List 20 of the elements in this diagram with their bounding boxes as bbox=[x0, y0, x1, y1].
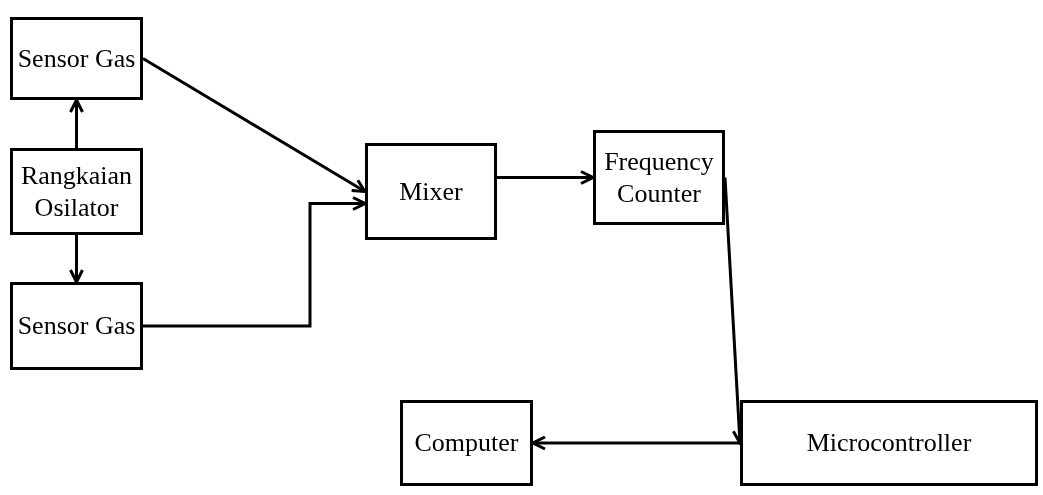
block-box bbox=[593, 130, 725, 225]
block-label: Sensor Gas bbox=[17, 310, 136, 342]
block-box bbox=[400, 400, 533, 486]
block-label: Microcontroller bbox=[806, 427, 972, 459]
arrow bbox=[69, 235, 84, 284]
block-box bbox=[10, 282, 143, 370]
block-label: Sensor Gas bbox=[17, 42, 136, 75]
arrow bbox=[531, 435, 740, 451]
block-box bbox=[740, 400, 1038, 486]
arrow bbox=[497, 170, 595, 185]
block-label: Rangkaian Osilator bbox=[19, 160, 134, 223]
block-label: Frequency Counter bbox=[603, 146, 715, 209]
arrow bbox=[142, 57, 367, 193]
block-box bbox=[10, 17, 143, 100]
block-box bbox=[365, 143, 497, 240]
arrow bbox=[143, 196, 367, 328]
block-label: Mixer bbox=[399, 175, 463, 208]
block-box bbox=[10, 148, 143, 235]
arrow bbox=[69, 98, 84, 148]
block-label: Computer bbox=[414, 427, 519, 459]
